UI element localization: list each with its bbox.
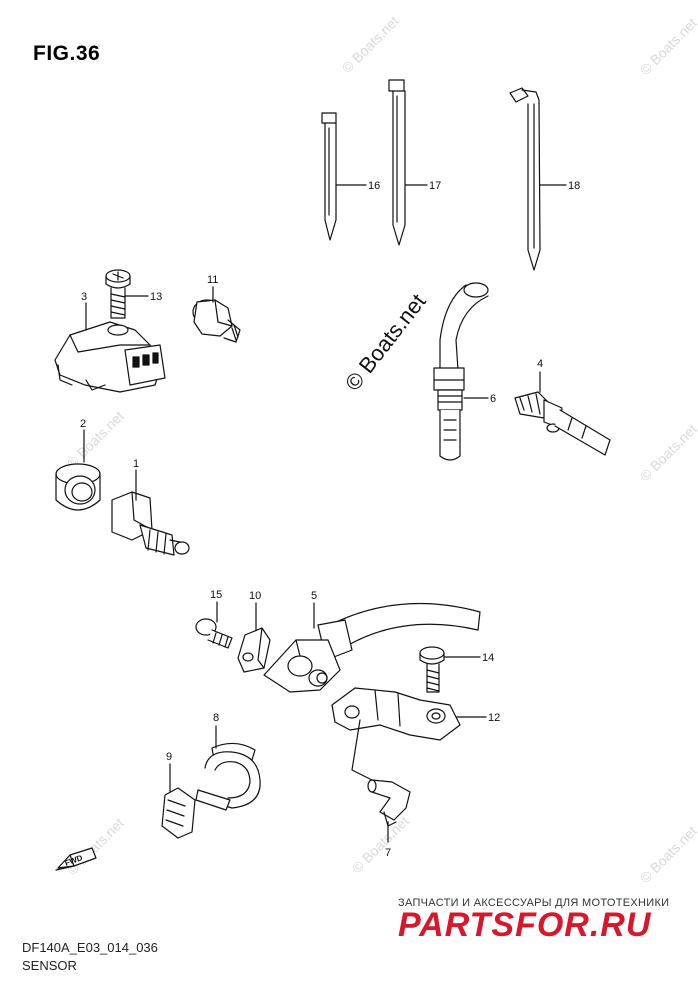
plate-9 [161, 787, 196, 839]
cable-tie-16 [321, 112, 337, 241]
callout-label: 3 [81, 291, 87, 303]
screw-13 [105, 269, 131, 319]
bolt-14 [419, 646, 445, 693]
callout-label: 7 [385, 847, 391, 859]
callout-label: 2 [80, 418, 86, 430]
callout-label: 14 [482, 652, 494, 664]
cable-tie-17 [388, 79, 406, 246]
callout-label: 9 [166, 751, 172, 763]
brand-logo: PARTSFOR.RU [398, 906, 652, 944]
callout-label: 12 [488, 712, 500, 724]
callout-label: 1 [133, 458, 139, 470]
callout-label: 13 [150, 291, 162, 303]
map-sensor-3 [54, 321, 166, 393]
bracket-12 [331, 687, 461, 741]
sensor-6 [433, 282, 489, 461]
callout-label: 16 [368, 180, 380, 192]
callout-label: 5 [311, 590, 317, 602]
figure-subtitle: SENSOR [22, 958, 77, 973]
sensor-1 [111, 491, 190, 556]
callout-label: 18 [568, 180, 580, 192]
brand-tagline: ЗАПЧАСТИ И АКСЕССУАРЫ ДЛЯ МОТОТЕХНИКИ [398, 897, 670, 909]
pressure-switch-11 [192, 299, 241, 343]
bolt-15 [195, 618, 233, 649]
figure-title: FIG.36 [33, 42, 101, 65]
callout-label: 4 [537, 358, 543, 370]
clip-8 [195, 742, 261, 811]
callout-label: 6 [490, 393, 496, 405]
grommet-2 [55, 463, 101, 511]
callout-label: 15 [210, 589, 222, 601]
pin-7 [367, 779, 411, 827]
callout-label: 11 [207, 274, 218, 286]
callout-label: 17 [429, 180, 441, 192]
cable-tie-18 [509, 87, 541, 271]
sensor-5 [263, 602, 481, 693]
fwd-arrow-icon [55, 847, 97, 871]
callout-label: 8 [213, 712, 219, 724]
figure-code: DF140A_E03_014_036 [22, 940, 158, 955]
temp-sensor-4 [514, 391, 611, 456]
bracket-10 [237, 627, 271, 673]
callout-label: 10 [249, 590, 261, 602]
